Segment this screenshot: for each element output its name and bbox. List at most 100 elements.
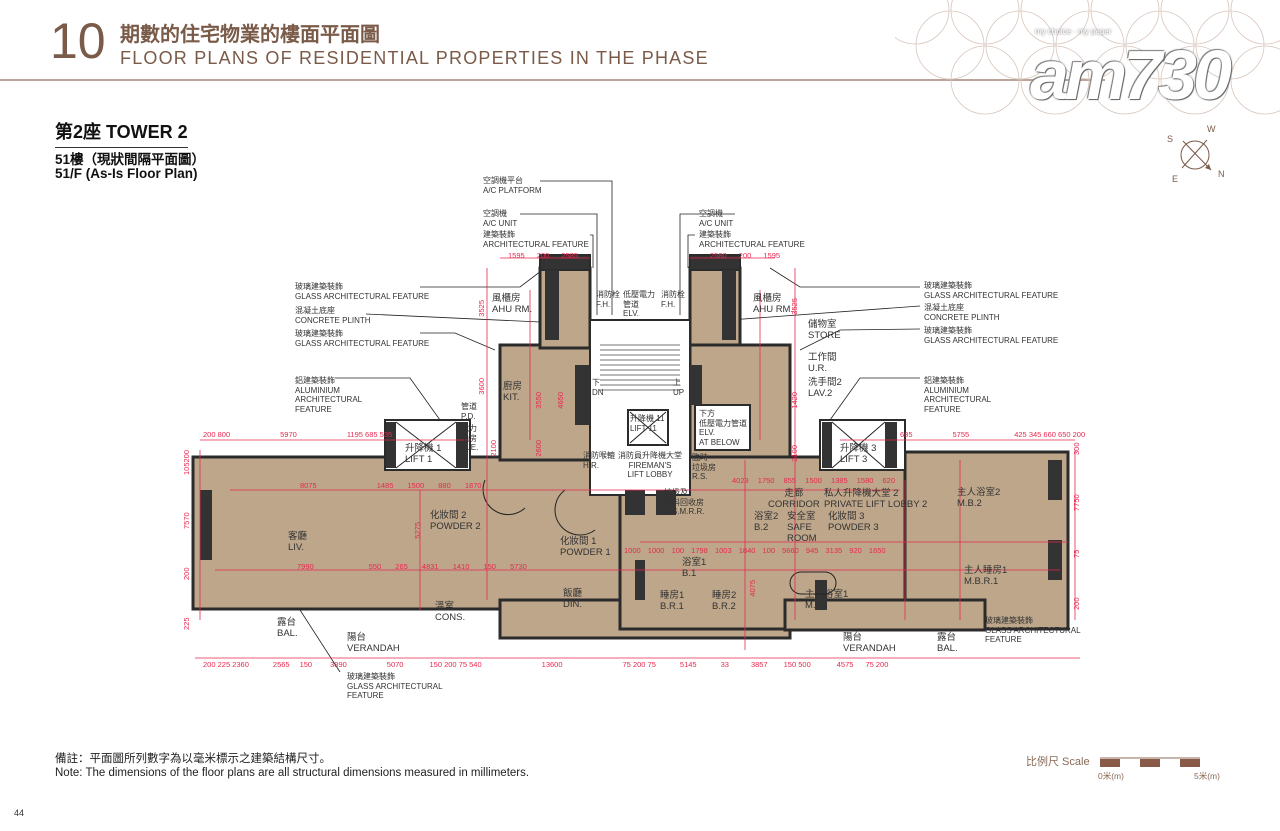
room-en: LIFT 1	[405, 454, 433, 465]
section-title-en: FLOOR PLANS OF RESIDENTIAL PROPERTIES IN…	[120, 48, 709, 68]
callout-zh: 建築裝飾	[483, 230, 515, 239]
dim: 1500	[805, 476, 822, 485]
dim: 1410	[452, 562, 470, 571]
dim: 535	[379, 430, 393, 439]
dim: 5755	[952, 430, 970, 439]
room-en: PRIVATE LIFT LOBBY 2	[824, 499, 928, 510]
callout-zh: 混凝土底座	[924, 303, 964, 312]
dim: 33	[720, 660, 729, 669]
staircase	[600, 344, 680, 391]
dim: 5145	[679, 660, 697, 669]
callout-zh: 空調機	[483, 209, 507, 218]
room-zh: 陽台	[347, 632, 367, 643]
room-en: H.R.	[583, 460, 599, 470]
compass-e: E	[1172, 174, 1179, 184]
room-zh: 露台	[277, 617, 297, 628]
dim: 200	[875, 660, 889, 669]
callout-en: CONCRETE PLINTH	[924, 312, 1000, 322]
dim: 3890	[330, 660, 347, 669]
room-zh: 廚房	[503, 381, 523, 392]
dim: 75	[622, 660, 631, 669]
dim-v: 4075	[748, 580, 757, 597]
callout-zh: 鋁建築裝飾	[295, 376, 335, 385]
dim: 75	[1072, 549, 1081, 559]
room-zh: 垃圾及	[664, 488, 688, 497]
dim: 1485	[376, 481, 394, 490]
callout-zh: 玻璃建築裝飾	[347, 672, 395, 681]
dim: 200	[1072, 430, 1086, 439]
callout-zh: 玻璃建築裝飾	[295, 329, 343, 338]
dimension-lines	[195, 257, 1080, 659]
room-en: R.S.M.R.R.	[664, 507, 705, 516]
room-zh: 低壓電力	[623, 290, 655, 299]
dim: 2360	[232, 660, 249, 669]
dim: 225	[182, 617, 191, 630]
dim: 550	[368, 562, 382, 571]
dim: 425	[1014, 430, 1027, 439]
room-en: CONS.	[435, 612, 466, 623]
dim: 2585	[561, 251, 579, 260]
callout-zh: 建築裝飾	[699, 230, 731, 239]
dim: 5070	[386, 660, 404, 669]
dim: 150	[783, 660, 797, 669]
room-zh: 洗手間2	[808, 377, 842, 388]
room-zh: 睡房1	[660, 590, 685, 601]
room-zh: 風櫃房	[753, 293, 782, 304]
dim-mid-right: 4023 1750 855 1500 1385 1580 620	[732, 476, 895, 485]
room-en: LAV.2	[808, 388, 833, 399]
room-en: KIT.	[503, 392, 520, 403]
room-en: DIN.	[563, 599, 582, 610]
dim: 200	[203, 660, 216, 669]
dim: 200	[444, 660, 457, 669]
room-zh: 臨時	[692, 453, 708, 462]
room-zh: 升降機 11	[630, 414, 665, 423]
room-zh: 走廊	[784, 488, 804, 499]
room-en: POWDER 1	[560, 547, 611, 558]
dim: 150	[299, 660, 313, 669]
dim: 200	[536, 251, 550, 260]
room-en: U.R.	[808, 363, 827, 374]
room-zh: 化妝間 2	[430, 510, 467, 521]
scale-bar	[1100, 757, 1200, 767]
room-en: B.2	[754, 522, 769, 533]
tower-title: 第2座 TOWER 2	[55, 118, 188, 148]
room-en: M.B.R.1	[964, 576, 999, 587]
dim: 200	[738, 251, 752, 260]
room-zh: 升降機 1	[405, 443, 442, 454]
room-en: LIFT 3	[840, 454, 868, 465]
dim: 200	[203, 430, 216, 439]
room-en: ROOM	[787, 533, 817, 544]
room-en: LIFT 11	[630, 423, 657, 433]
dim: 105200	[182, 450, 191, 476]
dim: 75	[647, 660, 656, 669]
dim-v: 5275	[413, 522, 422, 539]
room-zh: 升降機 3	[840, 443, 877, 454]
callout-en: GLASS ARCHITECTURAL FEATURE	[295, 291, 430, 301]
dim: 1750	[757, 476, 775, 485]
room-en: AHU RM.	[492, 304, 533, 315]
room-zh: 客廳	[288, 531, 308, 542]
wall-blocks	[200, 270, 1062, 610]
callout-zh: 玻璃建築裝飾	[295, 282, 343, 291]
callout-en: ARCHITECTURAL FEATURE	[699, 239, 805, 249]
room-en: POWDER 3	[828, 522, 879, 533]
